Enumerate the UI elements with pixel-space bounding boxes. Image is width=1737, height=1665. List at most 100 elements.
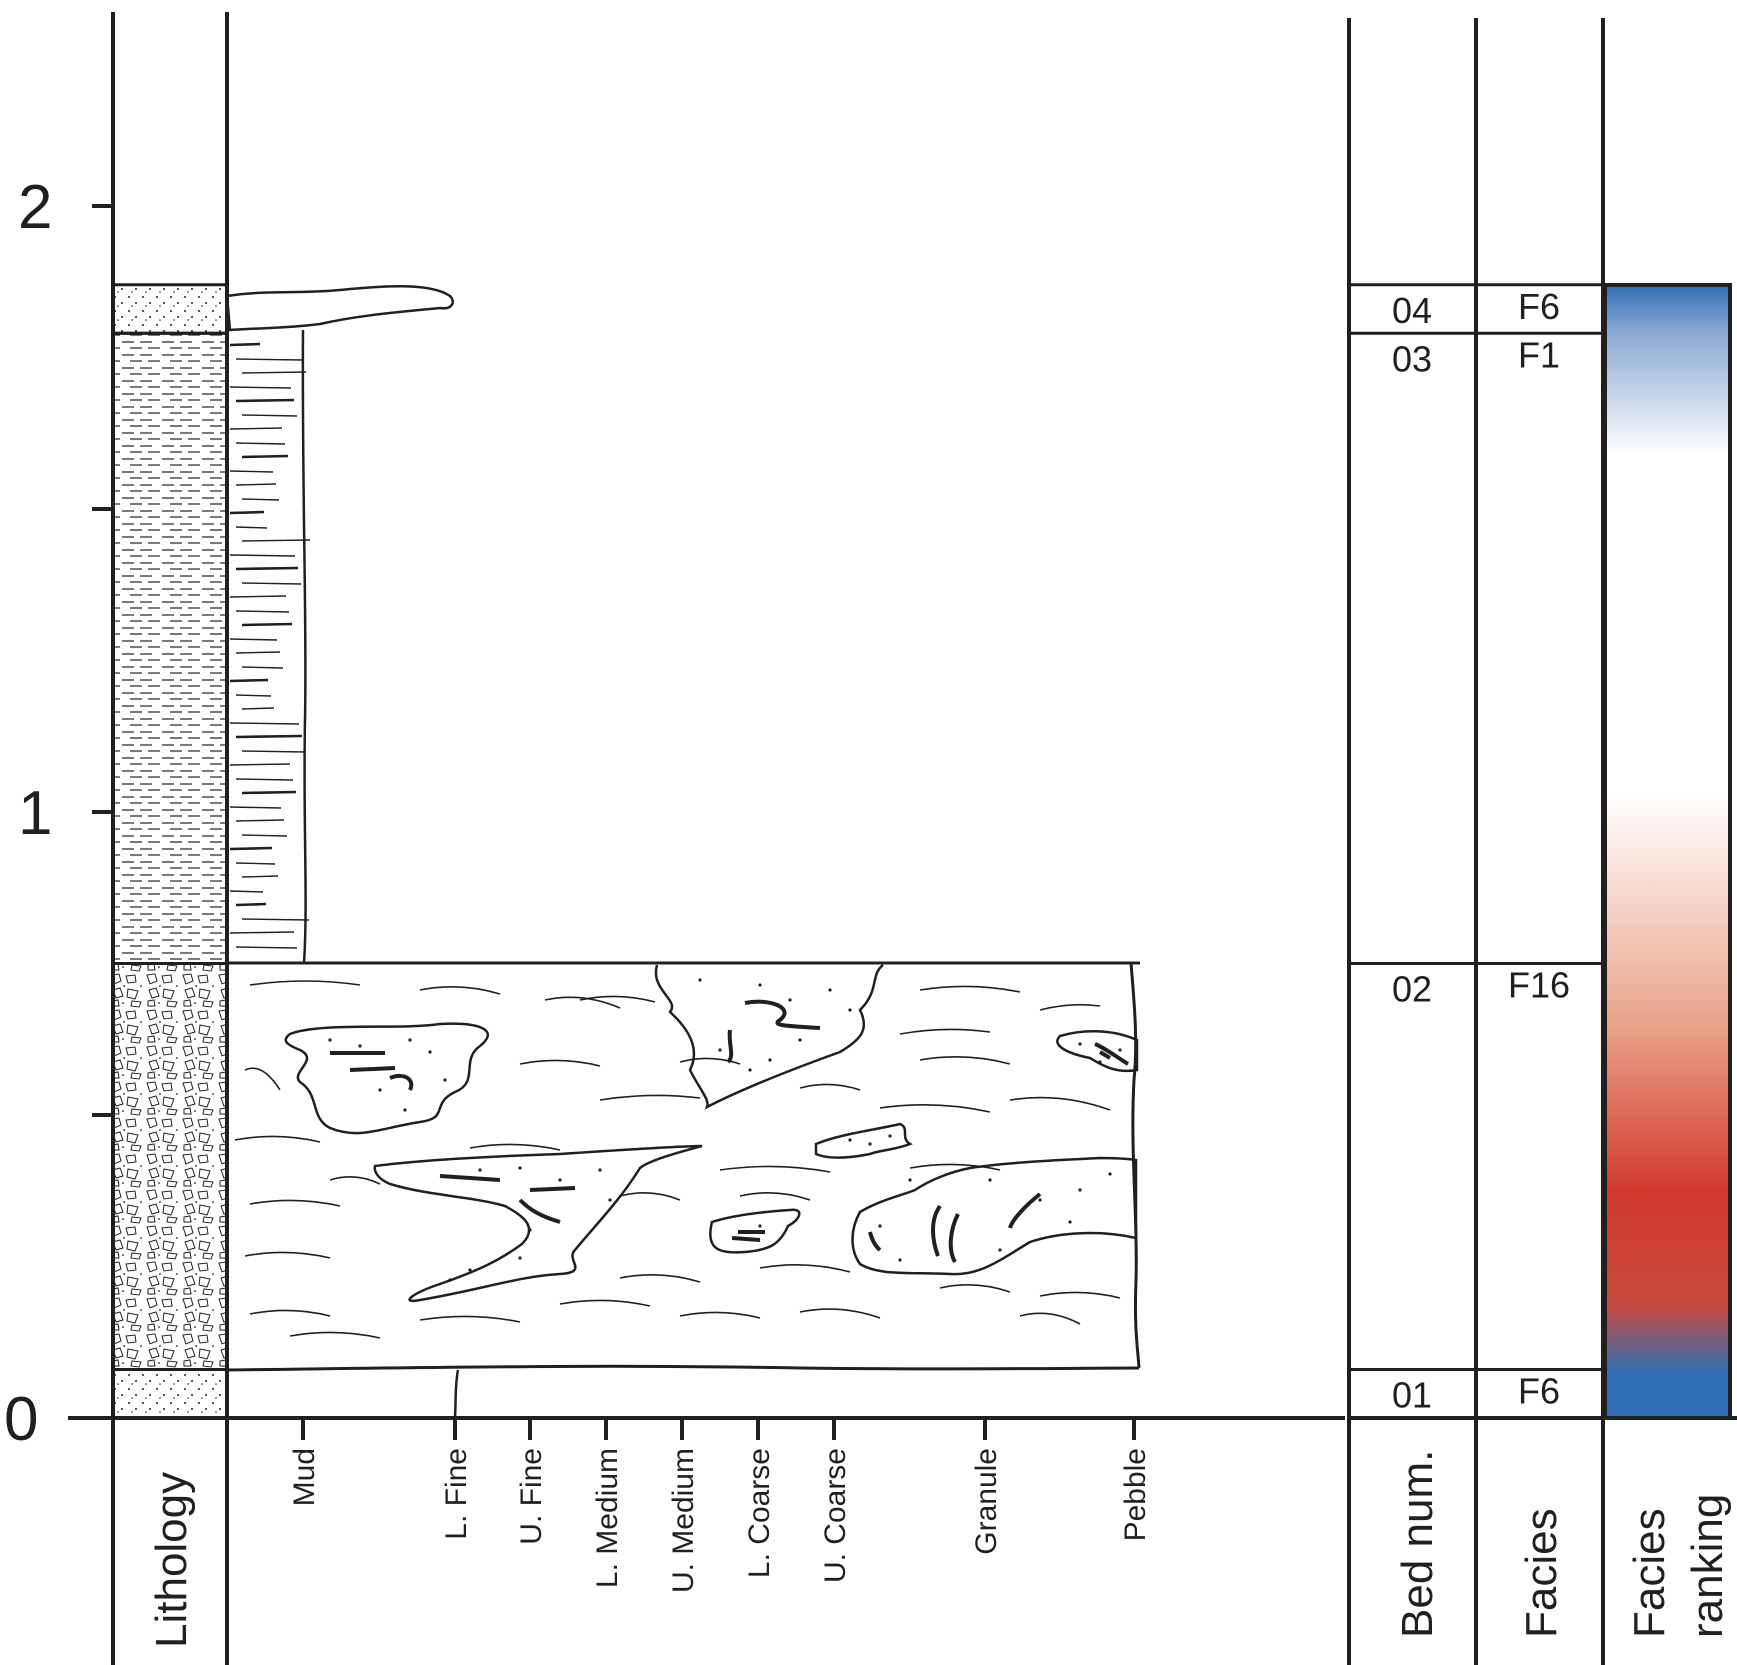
grain-speckle xyxy=(558,1178,562,1182)
bedding-trace xyxy=(879,1104,991,1113)
mud-lamina xyxy=(229,638,278,641)
lithology-header: Lithology xyxy=(147,1472,196,1648)
mud-lamina xyxy=(235,902,267,907)
mud-lamina xyxy=(229,763,291,766)
bedding-trace xyxy=(939,1284,1011,1293)
grain-speckle xyxy=(828,988,832,992)
bedding-trace xyxy=(719,1165,831,1173)
mud-lamina xyxy=(229,846,273,851)
grain-speckle xyxy=(518,1166,522,1170)
mud-lamina xyxy=(241,622,293,627)
bedding-trace xyxy=(249,1199,341,1207)
lithology-bed-02 xyxy=(111,962,229,1372)
mud-lamina xyxy=(229,342,261,347)
bedding-trace xyxy=(739,1192,811,1201)
grain-size-label: L. Coarse xyxy=(743,1448,776,1578)
mud-lamina xyxy=(241,539,311,542)
facies-code: F1 xyxy=(1518,334,1560,375)
bedding-trace xyxy=(579,995,656,1003)
mud-lamina xyxy=(235,651,281,654)
depth-ticks: 012 xyxy=(4,173,113,1454)
grain-speckle xyxy=(758,1224,762,1228)
mud-lamina xyxy=(241,371,307,374)
mud-lamina xyxy=(235,566,299,571)
facies-code: F6 xyxy=(1518,1371,1560,1412)
grain-size-label: U. Fine xyxy=(515,1448,548,1545)
bedding-trace xyxy=(599,1094,701,1101)
mud-lamina xyxy=(235,819,285,822)
grain-speckle xyxy=(768,1058,772,1062)
grain-speckle xyxy=(848,1008,852,1012)
bedding-trace xyxy=(679,1311,761,1319)
mud-lamina xyxy=(229,510,265,515)
mud-lamina xyxy=(241,875,279,878)
grain-speckle xyxy=(798,1038,802,1042)
grain-speckle xyxy=(1078,1188,1082,1192)
lithology-bed-04 xyxy=(111,283,229,335)
bed-num-header: Bed num. xyxy=(1393,1450,1442,1638)
facies-ranking-bar xyxy=(1603,283,1732,1420)
mud-lamina xyxy=(241,582,302,585)
grain-speckle xyxy=(698,978,702,982)
mud-lamina xyxy=(235,610,290,613)
bedding-trace xyxy=(419,1315,521,1323)
bedding-trace xyxy=(519,1059,601,1067)
grain-size-label: Granule xyxy=(970,1448,1003,1555)
grain-speckle xyxy=(428,1050,432,1054)
grain-speckle xyxy=(878,1224,882,1228)
facies-ranking-header-line1: Facies xyxy=(1625,1508,1674,1638)
mud-lamina xyxy=(241,834,288,837)
grain-speckle xyxy=(848,1138,852,1142)
bed-04-outline xyxy=(225,284,454,332)
lithology-bed-03 xyxy=(111,331,229,965)
lithology-column: Lithology xyxy=(111,12,229,1665)
mud-lamina xyxy=(229,595,287,598)
bedding-trace xyxy=(799,1083,861,1091)
grain-speckle xyxy=(748,1068,752,1072)
grain-speckle xyxy=(988,1178,992,1182)
mud-lamina xyxy=(241,790,297,795)
grain-speckle xyxy=(868,1142,872,1146)
grain-speckle xyxy=(758,983,762,987)
bedding-trace xyxy=(1039,1291,1121,1299)
grain-speckle xyxy=(608,1198,612,1202)
mud-lamina xyxy=(229,806,282,809)
grain-speckle xyxy=(1098,1060,1102,1064)
bedding-trace xyxy=(244,1067,281,1091)
grain-speckle xyxy=(908,1178,912,1182)
mud-lamina xyxy=(235,398,295,403)
mud-lamina xyxy=(235,358,304,361)
bedding-trace xyxy=(249,1309,331,1317)
grain-speckle xyxy=(1038,1198,1042,1202)
grain-speckle xyxy=(468,1268,472,1272)
grain-speckle xyxy=(443,1078,447,1082)
bed-02-outline xyxy=(226,961,1141,1419)
mud-lamina xyxy=(241,454,289,459)
bedding-trace xyxy=(1019,1312,1081,1325)
grain-speckle xyxy=(898,1258,902,1262)
bedding-trace xyxy=(244,1251,331,1259)
bedding-trace xyxy=(619,1274,701,1283)
mud-lamina xyxy=(235,734,303,739)
mud-lamina xyxy=(229,890,264,893)
grain-speckle xyxy=(598,1168,602,1172)
grain-speckle xyxy=(358,1044,362,1048)
mud-lamina xyxy=(241,498,280,501)
mud-lamina xyxy=(235,778,294,781)
mud-lamina xyxy=(229,470,274,473)
grain-size-label: U. Coarse xyxy=(819,1448,852,1583)
bedding-trace xyxy=(289,1331,381,1339)
grain-speckle xyxy=(888,1134,892,1138)
grain-speckle xyxy=(403,1108,407,1112)
grain-speckle xyxy=(1078,1042,1082,1046)
facies-code: F6 xyxy=(1518,286,1560,327)
bedding-trace xyxy=(1009,1096,1111,1111)
bedding-trace xyxy=(619,1192,681,1201)
mud-lamina xyxy=(235,483,277,486)
mud-lamina xyxy=(229,722,300,725)
bedding-trace xyxy=(759,1264,851,1273)
bed-number: 01 xyxy=(1392,1375,1432,1416)
